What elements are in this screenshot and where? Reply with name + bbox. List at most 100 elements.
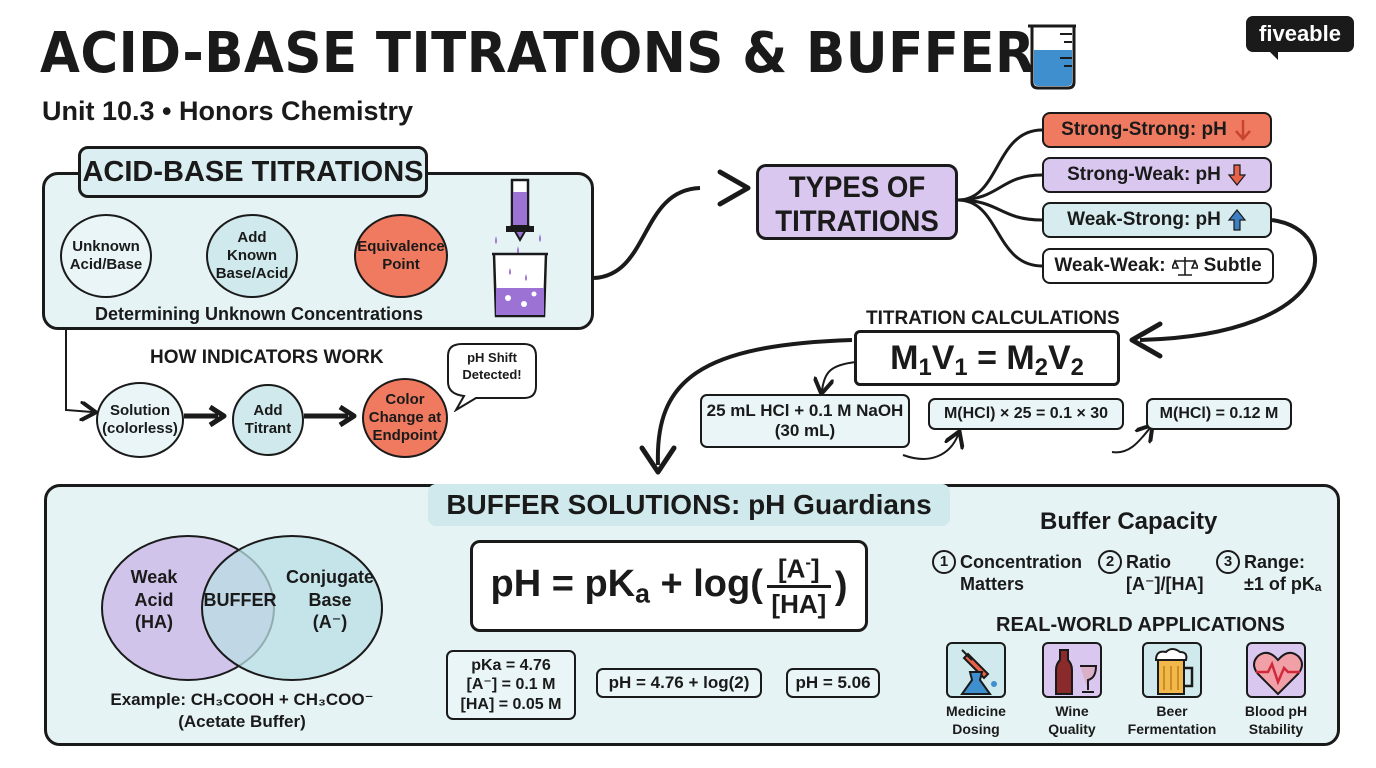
speech-bubble-text: pH Shift Detected! <box>462 350 522 382</box>
buffer-example-line1: Example: CH₃COOH + CH₃COO⁻ <box>110 690 374 709</box>
buffer-given-box: pKa = 4.76 [A⁻] = 0.1 M [HA] = 0.05 M <box>446 650 576 720</box>
type-strong-strong-label: Strong-Strong: pH <box>1061 119 1227 140</box>
capacity-num-1: 1 <box>932 550 956 574</box>
step-equivalence-point: Equivalence Point <box>354 214 448 298</box>
speech-bubble <box>447 343 537 412</box>
capacity-item-2-line2: [A⁻]/[HA] <box>1126 574 1204 594</box>
equation-close: ) <box>834 564 848 607</box>
venn-buffer: BUFFER <box>203 590 277 610</box>
capacity-item-2-line1: Ratio <box>1126 552 1171 572</box>
calc-arrow-1 <box>822 361 857 390</box>
app-medicine-line1: Medicine <box>946 703 1006 719</box>
flow-arrowhead-4 <box>338 404 357 428</box>
capacity-item-3-line1: Range: <box>1244 552 1306 572</box>
step-unknown-acid-base: Unknown Acid/Base <box>60 214 152 298</box>
titrations-heading: ACID-BASE TITRATIONS <box>78 146 428 198</box>
calc-given-line2: (30 mL) <box>774 421 836 440</box>
branch-1 <box>957 128 1043 202</box>
arrow-down-icon <box>1227 164 1247 186</box>
type-weak-weak: Weak-Weak: Subtle <box>1042 248 1274 284</box>
capacity-item-3-line2: ±1 of pKₐ <box>1244 574 1322 594</box>
buffer-calc-result: pH = 5.06 <box>795 672 871 692</box>
calc-result: M(HCl) = 0.12 M <box>1159 405 1279 423</box>
calc-formula-box: M1V1 = M2V2 <box>854 330 1120 386</box>
type-weak-weak-suffix: Subtle <box>1203 255 1262 276</box>
type-weak-strong-label: Weak-Strong: pH <box>1067 209 1221 230</box>
type-strong-strong: Strong-Strong: pH <box>1042 112 1272 148</box>
venn-diagram <box>101 535 383 681</box>
buffer-given-ha: [HA] = 0.05 M <box>460 695 562 713</box>
buffer-heading: BUFFER SOLUTIONS: pH Guardians <box>428 484 950 526</box>
arrowhead-buffers <box>639 445 677 475</box>
branch-4 <box>957 198 1043 268</box>
connector-to-buffers <box>655 338 853 466</box>
step-add-titrant: Add Titrant <box>232 384 304 456</box>
step-add-known: Add Known Base/Acid <box>206 214 298 298</box>
brand-logo[interactable]: fiveable <box>1246 16 1354 52</box>
venn-conjugate-ion: (A⁻) <box>312 612 348 632</box>
calc-heading: TITRATION CALCULATIONS <box>862 308 1124 330</box>
type-weak-weak-label: Weak-Weak: <box>1054 255 1166 276</box>
type-weak-strong: Weak-Strong: pH <box>1042 202 1272 238</box>
app-blood-line1: Blood pH <box>1244 703 1308 719</box>
venn-conjugate-base: Conjugate Base <box>286 567 374 610</box>
arrowhead-calc <box>1129 321 1163 359</box>
buffer-given-a: [A⁻] = 0.1 M <box>466 676 556 694</box>
equation-denominator: [HA] <box>771 588 827 619</box>
titrations-caption: Determining Unknown Concentrations <box>94 304 424 324</box>
calc-step1: M(HCl) × 25 = 0.1 × 30 <box>943 405 1109 423</box>
beaker-icon <box>1028 24 1076 90</box>
equation-lhs: pH = pKa + log( <box>490 562 763 609</box>
henderson-equation-box: pH = pKa + log( [A-] [HA] ) <box>470 540 868 632</box>
app-wine-line2: Quality <box>1048 721 1096 738</box>
app-blood-line2: Stability <box>1248 721 1304 738</box>
flow-arrowhead-3 <box>208 404 227 428</box>
arrowhead-types <box>717 169 751 207</box>
calc-given-line1: 25 mL HCl + 0.1 M NaOH <box>706 400 904 420</box>
buffer-calc-step-box: pH = 4.76 + log(2) <box>596 668 762 698</box>
app-wine-line1: Wine <box>1055 703 1089 719</box>
connector-to-calc <box>1139 218 1317 342</box>
type-strong-weak: Strong-Weak: pH <box>1042 157 1272 193</box>
app-wine: Wine Quality <box>1028 702 1116 738</box>
step-color-change: Color Change at Endpoint <box>362 378 448 458</box>
brand-logo-tail <box>1268 50 1278 60</box>
balance-scale-icon <box>1171 257 1198 276</box>
app-beer-line1: Beer <box>1156 703 1188 719</box>
equation-numerator: [A-] <box>777 552 820 584</box>
capacity-item-1-line1: Concentration <box>960 552 1083 572</box>
calc-given-box: 25 mL HCl + 0.1 M NaOH (30 mL) <box>700 394 910 448</box>
dropper-icon <box>946 642 1006 698</box>
connector-to-types <box>593 186 701 280</box>
calc-arrow-2 <box>902 435 958 460</box>
app-beer-line2: Fermentation <box>1127 721 1217 738</box>
arrow-up-icon <box>1227 209 1247 231</box>
buffer-calc-result-box: pH = 5.06 <box>786 668 880 698</box>
calc-result-box: M(HCl) = 0.12 M <box>1146 398 1292 430</box>
burette-icon <box>492 178 548 318</box>
buffer-calc-step: pH = 4.76 + log(2) <box>608 672 750 692</box>
type-strong-weak-label: Strong-Weak: pH <box>1067 164 1221 185</box>
step-solution-colorless: Solution (colorless) <box>96 382 184 458</box>
capacity-heading: Buffer Capacity <box>1040 508 1218 535</box>
types-heading-line1: TYPES OF <box>788 171 926 204</box>
calc-formula: M1V1 = M2V2 <box>890 339 1084 381</box>
app-medicine: Medicine Dosing <box>932 702 1020 738</box>
equation-fraction: [A-] [HA] <box>766 552 831 619</box>
indicators-heading: HOW INDICATORS WORK <box>150 347 384 368</box>
venn-weak-acid: Weak Acid (HA) <box>130 567 178 632</box>
types-heading-box: TYPES OF TITRATIONS <box>756 164 958 240</box>
calc-arrow-3 <box>1111 428 1150 454</box>
beer-icon <box>1142 642 1202 698</box>
indicator-connector <box>65 330 92 412</box>
app-medicine-line2: Dosing <box>952 721 1000 738</box>
buffer-given-pka: pKa = 4.76 <box>471 657 551 675</box>
heart-icon <box>1246 642 1306 698</box>
fraction-bar <box>766 584 831 588</box>
page-subtitle: Unit 10.3 • Honors Chemistry <box>42 96 414 126</box>
capacity-num-2: 2 <box>1098 550 1122 574</box>
capacity-num-3: 3 <box>1216 550 1240 574</box>
